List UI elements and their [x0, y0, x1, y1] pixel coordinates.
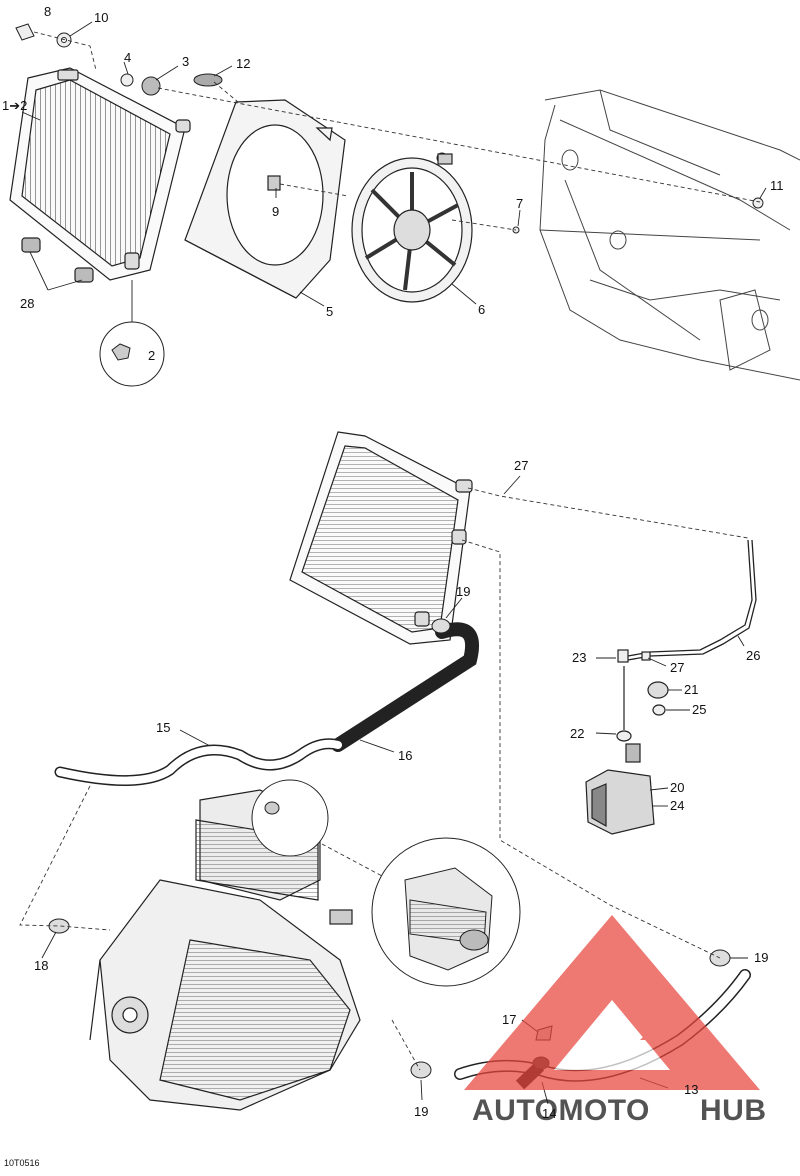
- washer-icon: [616, 730, 632, 742]
- detail-circles-bottom: [251, 779, 521, 987]
- coolant-reservoir: [585, 649, 669, 835]
- fitting-icon: [641, 651, 651, 661]
- callout-11: 11: [770, 178, 784, 193]
- alignment-lines-top: [33, 31, 761, 231]
- callout-12: 12: [236, 56, 250, 71]
- clamp-icon: [48, 918, 70, 934]
- logo-g-mark-icon: [630, 960, 700, 1040]
- callout-18: 18: [34, 958, 48, 973]
- reference-code: 10T0516: [4, 1158, 40, 1168]
- fitting-icon: [617, 649, 629, 663]
- callout-9: 9: [272, 204, 279, 219]
- callout-22: 22: [570, 726, 584, 741]
- callout-14: 14: [542, 1106, 556, 1121]
- callout-6: 6: [478, 302, 485, 317]
- callout-3: 3: [182, 54, 189, 69]
- nut-icon: [120, 73, 134, 87]
- callout-19-radiator: 19: [456, 584, 470, 599]
- clip-icon: [193, 73, 223, 87]
- callout-28: 28: [20, 296, 34, 311]
- logo-inner-triangle-icon: [554, 1000, 670, 1070]
- callout-19-right: 19: [754, 950, 768, 965]
- logo-text-hub: HUB: [700, 1094, 767, 1127]
- callout-24: 24: [670, 798, 684, 813]
- gasket-icon: [652, 704, 666, 716]
- callout-21: 21: [684, 682, 698, 697]
- logo-text-automoto: AUTOMOTO: [472, 1094, 650, 1127]
- grommet-icon: [74, 267, 94, 283]
- vehicle-frame: [539, 89, 800, 381]
- bolt-icon: [15, 23, 35, 41]
- callout-26: 26: [746, 648, 760, 663]
- nut-icon: [752, 197, 764, 209]
- callout-27-bottom: 27: [670, 660, 684, 675]
- callout-8: 8: [44, 4, 51, 19]
- grommet-icon: [21, 237, 41, 253]
- callout-labels: 8 10 4 3 12 1➔2 9 7 11 28 5 6 2 27 19 26…: [2, 4, 784, 1168]
- cooling-fan: [351, 153, 473, 303]
- clamp-icon: [410, 1061, 432, 1079]
- callout-17: 17: [502, 1012, 516, 1027]
- radiator-bottom: [289, 431, 473, 645]
- callout-7: 7: [516, 196, 523, 211]
- callout-20: 20: [670, 780, 684, 795]
- radiator-top: [9, 67, 191, 283]
- callout-25: 25: [692, 702, 706, 717]
- grommet-icon: [141, 76, 161, 96]
- clamp-icon: [431, 618, 451, 634]
- alignment-lines-bottom: [19, 487, 749, 1071]
- callout-2: 2: [148, 348, 155, 363]
- fan-shroud: [184, 99, 346, 299]
- callout-1-2: 1➔2: [2, 98, 27, 113]
- callout-16: 16: [398, 748, 412, 763]
- cap-icon: [647, 681, 669, 699]
- callout-4: 4: [124, 50, 131, 65]
- leader-lines-top: [21, 21, 767, 356]
- callout-15: 15: [156, 720, 170, 735]
- callout-23: 23: [572, 650, 586, 665]
- callout-5: 5: [326, 304, 333, 319]
- callout-10: 10: [94, 10, 108, 25]
- callout-27-top: 27: [514, 458, 528, 473]
- callout-19-bottom: 19: [414, 1104, 428, 1119]
- watermark-logo: AUTOMOTO HUB: [464, 915, 767, 1127]
- callout-13: 13: [684, 1082, 698, 1097]
- detail-circle-top: [99, 321, 165, 387]
